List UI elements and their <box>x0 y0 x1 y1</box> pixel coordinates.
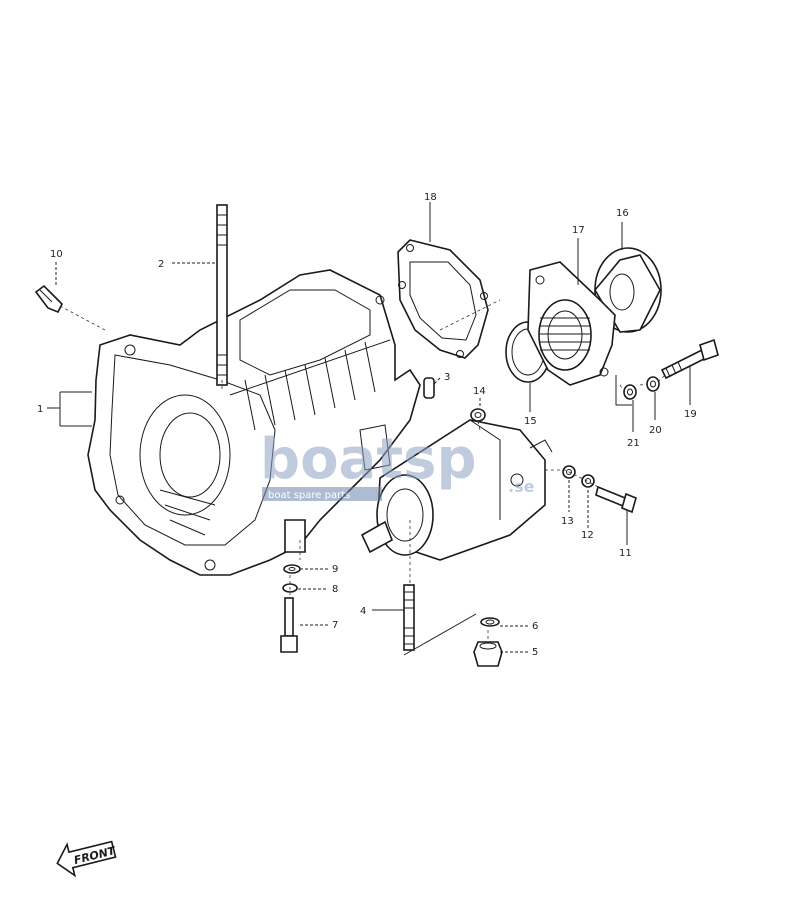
washer-6[interactable] <box>480 617 500 627</box>
callout-1: 1 <box>37 404 43 415</box>
washer-14[interactable] <box>470 408 486 422</box>
washer-9[interactable] <box>283 564 301 574</box>
callout-11: 11 <box>619 548 632 559</box>
callout-13: 13 <box>561 516 574 527</box>
watermark-suffix: .se <box>508 477 535 496</box>
front-arrow: FRONT <box>56 840 118 878</box>
stud-short[interactable] <box>403 584 415 651</box>
crankcase[interactable] <box>87 269 421 576</box>
bolt-7[interactable] <box>280 597 298 653</box>
breather-fitting[interactable] <box>34 284 63 314</box>
assembly-lines <box>59 299 665 640</box>
watermark-brand: boatsp <box>260 427 477 492</box>
leader-lines <box>47 202 691 656</box>
housing-17[interactable] <box>527 261 616 386</box>
dowel-pin[interactable] <box>423 377 435 399</box>
callout-6: 6 <box>532 621 538 632</box>
callout-20: 20 <box>649 425 662 436</box>
washer-20[interactable] <box>646 376 660 392</box>
watermark-tagline: boat spare parts <box>268 490 350 501</box>
gasket[interactable] <box>397 239 489 359</box>
callout-9: 9 <box>332 564 338 575</box>
callout-8: 8 <box>332 584 338 595</box>
callout-10: 10 <box>50 249 63 260</box>
callout-4: 4 <box>360 606 366 617</box>
bolt-11[interactable] <box>595 485 637 514</box>
callout-2: 2 <box>158 259 164 270</box>
callout-16: 16 <box>616 208 629 219</box>
washer-21[interactable] <box>623 384 637 400</box>
callout-labels: 1 2 3 4 5 6 7 8 9 10 11 12 13 14 15 16 1… <box>37 192 697 658</box>
callout-7: 7 <box>332 620 338 631</box>
nut[interactable] <box>473 641 503 667</box>
starter-motor[interactable] <box>360 419 553 561</box>
callout-19: 19 <box>684 409 697 420</box>
callout-14: 14 <box>473 386 486 397</box>
callout-3: 3 <box>444 372 450 383</box>
callout-12: 12 <box>581 530 594 541</box>
callout-18: 18 <box>424 192 437 203</box>
callout-5: 5 <box>532 647 538 658</box>
callout-15: 15 <box>524 416 537 427</box>
bolt-19[interactable] <box>660 338 719 380</box>
callout-17: 17 <box>572 225 585 236</box>
stud-long[interactable] <box>216 204 228 386</box>
watermark: boatsp .se boat spare parts <box>260 427 535 501</box>
washer-12[interactable] <box>581 474 595 488</box>
callout-21: 21 <box>627 438 640 449</box>
